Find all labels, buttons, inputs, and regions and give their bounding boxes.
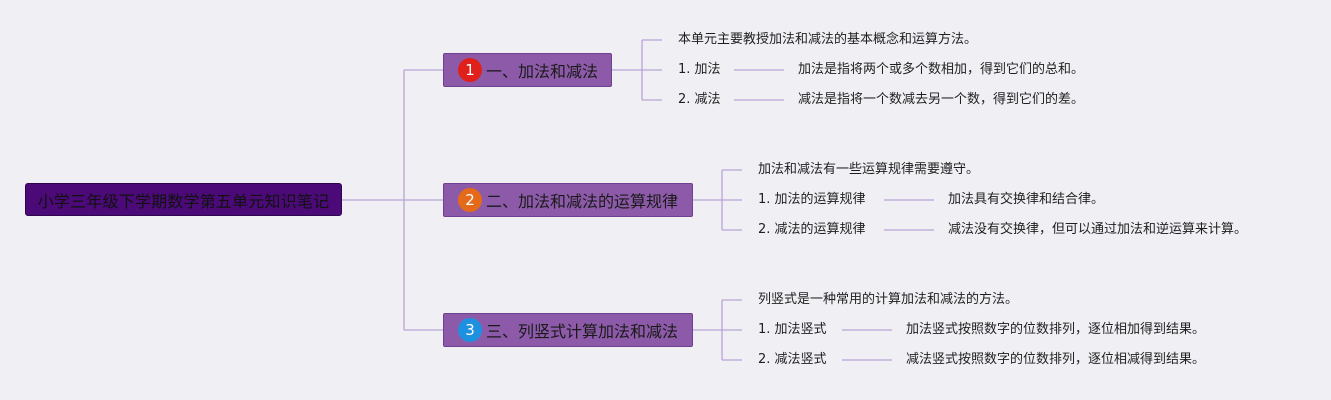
number-badge-1: 1 xyxy=(458,58,482,82)
branch-3-item-2-detail: 减法竖式按照数字的位数排列，逐位相减得到结果。 xyxy=(906,352,1206,367)
branch-1-summary: 本单元主要教授加法和减法的基本概念和运算方法。 xyxy=(678,32,978,47)
root-node[interactable]: 小学三年级下学期数学第五单元知识笔记 xyxy=(25,183,342,216)
number-badge-3: 3 xyxy=(458,318,482,342)
branch-node-1[interactable]: 1 一、加法和减法 xyxy=(443,53,612,87)
branch-3-item-1-label: 1. 加法竖式 xyxy=(758,322,827,337)
branch-1-item-1-detail: 加法是指将两个或多个数相加，得到它们的总和。 xyxy=(798,62,1085,77)
number-badge-2: 2 xyxy=(458,188,482,212)
branch-3-item-2-label: 2. 减法竖式 xyxy=(758,352,827,367)
branch-node-3[interactable]: 3 三、列竖式计算加法和减法 xyxy=(443,313,693,347)
branch-3-summary: 列竖式是一种常用的计算加法和减法的方法。 xyxy=(758,292,1019,307)
root-label: 小学三年级下学期数学第五单元知识笔记 xyxy=(37,191,330,211)
branch-2-item-2-detail: 减法没有交换律，但可以通过加法和逆运算来计算。 xyxy=(948,222,1248,237)
branch-label-2: 二、加法和减法的运算规律 xyxy=(486,192,679,211)
branch-3-item-1-detail: 加法竖式按照数字的位数排列，逐位相加得到结果。 xyxy=(906,322,1206,337)
branch-2-item-1-detail: 加法具有交换律和结合律。 xyxy=(948,192,1105,207)
branch-1-item-1-label: 1. 加法 xyxy=(678,62,721,77)
branch-2-summary: 加法和减法有一些运算规律需要遵守。 xyxy=(758,162,980,177)
branch-2-item-1-label: 1. 加法的运算规律 xyxy=(758,192,866,207)
branch-node-2[interactable]: 2 二、加法和减法的运算规律 xyxy=(443,183,693,217)
branch-1-item-2-label: 2. 减法 xyxy=(678,92,721,107)
branch-label-1: 一、加法和减法 xyxy=(486,62,599,81)
branch-2-item-2-label: 2. 减法的运算规律 xyxy=(758,222,866,237)
branch-label-3: 三、列竖式计算加法和减法 xyxy=(486,322,679,341)
branch-1-item-2-detail: 减法是指将一个数减去另一个数，得到它们的差。 xyxy=(798,92,1085,107)
